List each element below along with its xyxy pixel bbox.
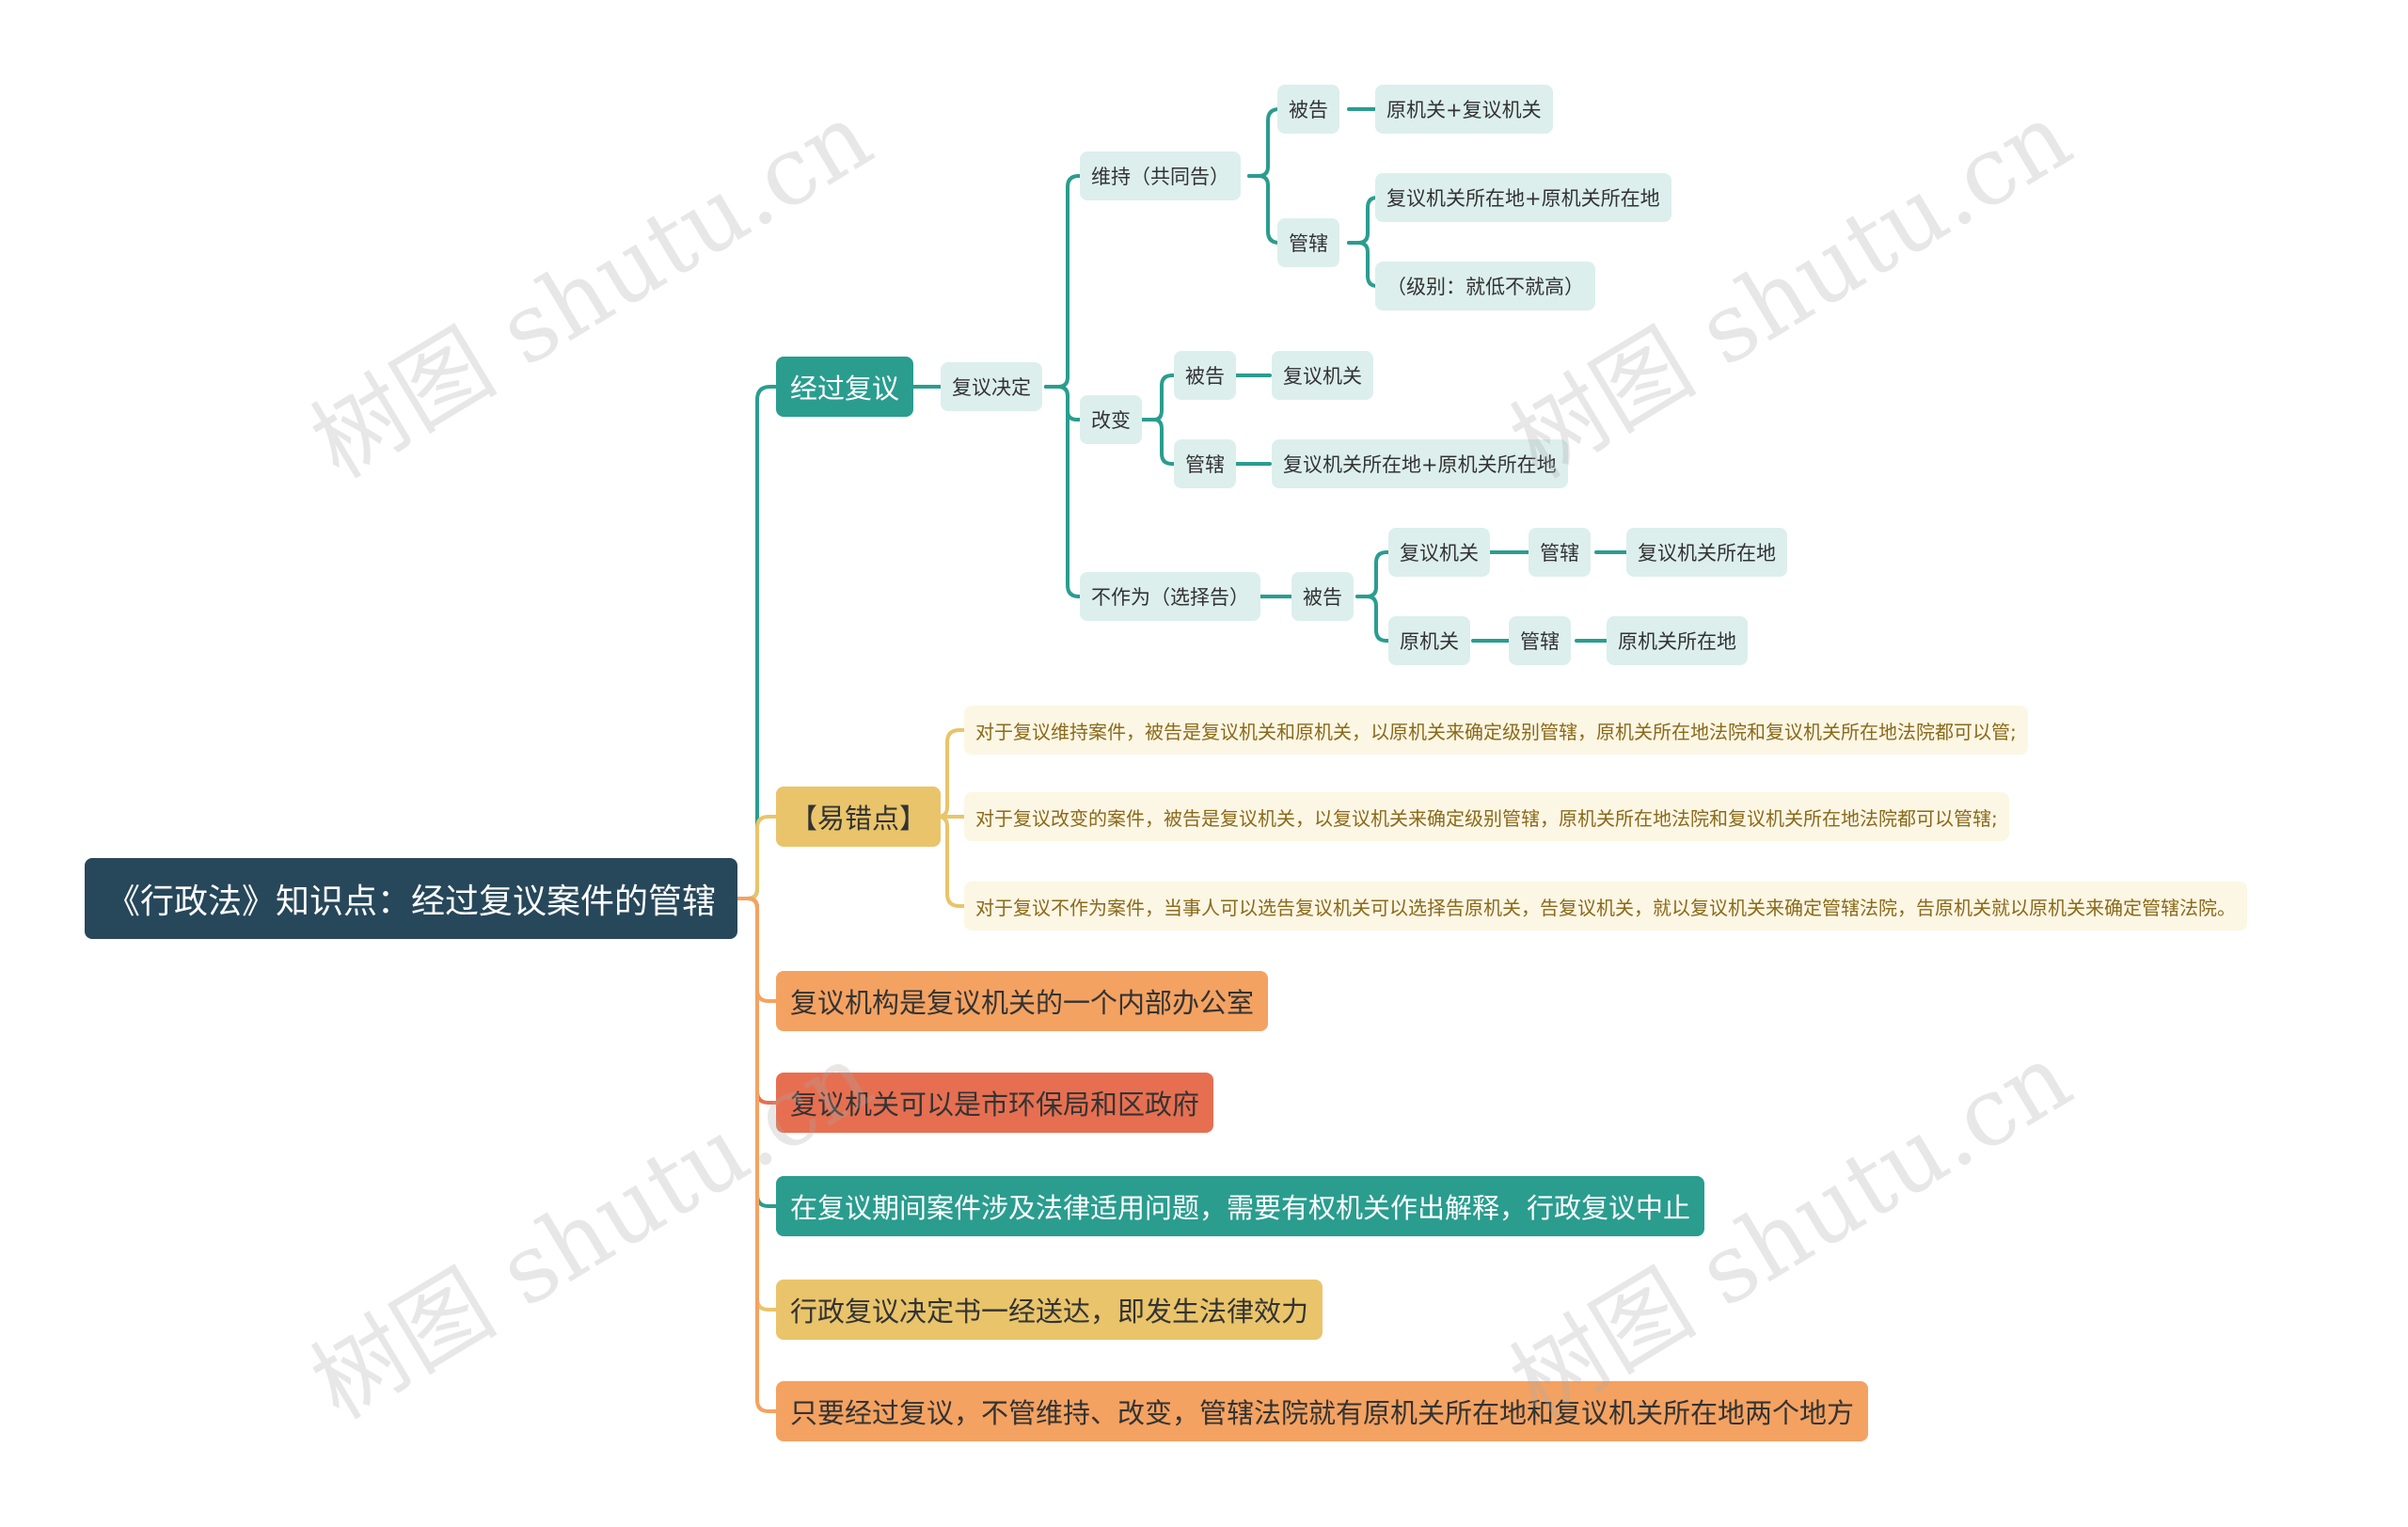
- node-maintain-jurisdiction[interactable]: 管辖: [1277, 218, 1339, 267]
- node-review-decision[interactable]: 复议决定: [941, 362, 1042, 411]
- node-inaction-option1-jurisdiction-value[interactable]: 复议机关所在地: [1626, 528, 1787, 577]
- node-maintain-defendant[interactable]: 被告: [1277, 85, 1339, 134]
- node-maintain[interactable]: 维持（共同告）: [1080, 151, 1241, 200]
- node-maintain-jurisdiction-value[interactable]: 复议机关所在地+原机关所在地: [1375, 173, 1671, 222]
- node-change-jurisdiction[interactable]: 管辖: [1174, 439, 1236, 488]
- node-inaction-option-review-organ[interactable]: 复议机关: [1388, 528, 1490, 577]
- node-inaction-option2-jurisdiction[interactable]: 管辖: [1509, 616, 1571, 665]
- node-inaction-defendant[interactable]: 被告: [1291, 572, 1354, 621]
- branch-point[interactable]: 在复议期间案件涉及法律适用问题，需要有权机关作出解释，行政复议中止: [776, 1176, 1705, 1236]
- node-inaction[interactable]: 不作为（选择告）: [1080, 572, 1260, 621]
- branch-point[interactable]: 复议机关可以是市环保局和区政府: [776, 1073, 1214, 1133]
- error-prone-item[interactable]: 对于复议不作为案件，当事人可以选告复议机关可以选择告原机关，告复议机关，就以复议…: [964, 882, 2247, 931]
- node-change-defendant[interactable]: 被告: [1174, 351, 1236, 400]
- node-inaction-option2-jurisdiction-value[interactable]: 原机关所在地: [1607, 616, 1748, 665]
- node-change-defendant-value[interactable]: 复议机关: [1272, 351, 1373, 400]
- error-prone-item[interactable]: 对于复议维持案件，被告是复议机关和原机关，以原机关来确定级别管辖，原机关所在地法…: [964, 706, 2028, 755]
- error-prone-item[interactable]: 对于复议改变的案件，被告是复议机关，以复议机关来确定级别管辖，原机关所在地法院和…: [964, 792, 2009, 841]
- branch-review[interactable]: 经过复议: [776, 357, 914, 417]
- branch-point[interactable]: 只要经过复议，不管维持、改变，管辖法院就有原机关所在地和复议机关所在地两个地方: [776, 1381, 1869, 1441]
- branch-error-prone[interactable]: 【易错点】: [776, 787, 942, 847]
- branch-point[interactable]: 行政复议决定书一经送达，即发生法律效力: [776, 1280, 1323, 1340]
- node-maintain-level-note[interactable]: （级别：就低不就高）: [1375, 262, 1595, 310]
- branch-point[interactable]: 复议机构是复议机关的一个内部办公室: [776, 971, 1269, 1031]
- node-change-jurisdiction-value[interactable]: 复议机关所在地+原机关所在地: [1272, 439, 1568, 488]
- root-topic[interactable]: 《行政法》知识点：经过复议案件的管辖: [85, 858, 737, 939]
- node-inaction-option1-jurisdiction[interactable]: 管辖: [1529, 528, 1591, 577]
- node-change[interactable]: 改变: [1080, 395, 1142, 444]
- node-maintain-defendant-value[interactable]: 原机关+复议机关: [1375, 85, 1553, 134]
- node-inaction-option-original-organ[interactable]: 原机关: [1388, 616, 1470, 665]
